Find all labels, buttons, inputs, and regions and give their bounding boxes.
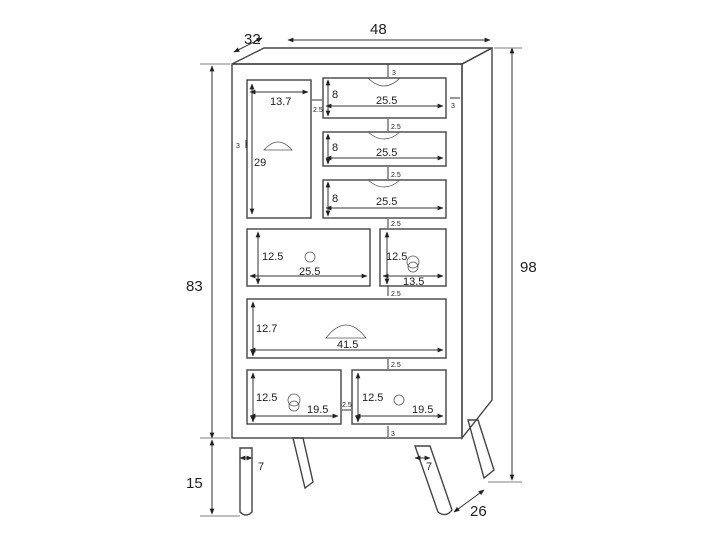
cabinet-side	[461, 46, 493, 441]
bottom-right-width-label: 19.5	[412, 404, 433, 416]
left-compartment	[245, 79, 312, 219]
leg-front-left	[239, 447, 253, 516]
bottom-left-height-label: 12.5	[256, 392, 277, 404]
bottom-row	[246, 369, 447, 437]
bottom-gap-label: 3	[391, 431, 395, 438]
leg-front-right	[414, 445, 453, 516]
left-compartment-height-label: 29	[254, 157, 266, 169]
small-drawer-1-width-label: 25.5	[376, 95, 397, 107]
wide-drawer-gap-label: 2.5	[391, 362, 401, 369]
leg-back-left	[292, 437, 314, 490]
body-height-label: 83	[186, 278, 203, 295]
bottom-right-height-label: 12.5	[362, 392, 383, 404]
middle-right-width-label: 13.5	[403, 276, 424, 288]
small-drawer-2-width-label: 25.5	[376, 147, 397, 159]
bottom-left-width-label: 19.5	[307, 404, 328, 416]
total-height-label: 98	[520, 259, 537, 276]
middle-row	[246, 228, 447, 296]
cup-handle-icon	[367, 131, 401, 140]
right-leg-offset-label: 7	[426, 461, 432, 473]
small-drawer-1	[322, 77, 447, 119]
small-drawer-3-width-label: 25.5	[376, 196, 397, 208]
small-drawer-2	[322, 131, 447, 167]
small-drawers-gap-a-label: 2.5	[391, 124, 401, 131]
small-drawer-1-height-label: 8	[332, 89, 338, 101]
middle-row-gap-label: 2.5	[391, 291, 401, 298]
small-drawers-gap-c-label: 2.5	[391, 221, 401, 228]
depth-label: 32	[244, 31, 261, 48]
left-compartment-top-gap-label: 3	[236, 143, 240, 150]
small-drawer-3-height-label: 8	[332, 193, 338, 205]
cup-handle-icon	[325, 324, 367, 339]
small-drawer-2-height-label: 8	[332, 142, 338, 154]
small-drawers-top-gap-label: 3	[392, 70, 396, 77]
wide-drawer-frame	[246, 298, 447, 359]
legs-height-label: 15	[186, 475, 203, 492]
knob-icon	[393, 394, 405, 406]
leg-back-right	[467, 419, 495, 480]
wide-drawer-height-label: 12.7	[256, 323, 277, 335]
ring-pull-icon	[407, 261, 419, 273]
legs	[239, 419, 495, 516]
bottom-drawer-left	[246, 369, 342, 425]
left-compartment-gap-label: 2.5	[313, 107, 323, 114]
small-drawers-right-gap-label: 3	[451, 103, 455, 110]
labels: 32 48 83 15 98 7 7 26 13.7 29 3 2.5 3 3 …	[186, 21, 537, 520]
wide-drawer	[246, 298, 447, 359]
bottom-row-gap-label: 2.5	[342, 402, 352, 409]
middle-drawer-right	[379, 228, 447, 287]
cabinet-top	[231, 47, 493, 65]
cabinet-body	[231, 46, 493, 441]
ring-pull-icon	[288, 400, 300, 412]
cup-handle-icon	[367, 77, 401, 87]
knob-icon	[304, 251, 316, 263]
cup-handle-icon	[263, 141, 293, 151]
middle-right-height-label: 12.5	[386, 251, 407, 263]
bottom-drawer-right	[351, 369, 447, 425]
left-compartment-width-label: 13.7	[270, 96, 291, 108]
left-compartment-frame	[246, 79, 312, 219]
width-label: 48	[370, 21, 387, 38]
leg-spacing-label: 26	[470, 503, 487, 520]
small-drawers-gap-b-label: 2.5	[391, 172, 401, 179]
middle-left-width-label: 25.5	[299, 266, 320, 278]
middle-left-height-label: 12.5	[262, 251, 283, 263]
middle-drawer-left	[246, 228, 371, 287]
small-drawers	[322, 77, 460, 219]
cup-handle-icon	[367, 179, 401, 188]
ring-pull-icon	[406, 255, 420, 269]
wide-drawer-width-label: 41.5	[337, 339, 358, 351]
overall-dimensions	[200, 37, 522, 517]
small-drawer-3	[322, 179, 447, 219]
gap-ticks	[312, 64, 389, 369]
left-leg-offset-label: 7	[258, 461, 264, 473]
ring-pull-icon	[287, 393, 301, 407]
